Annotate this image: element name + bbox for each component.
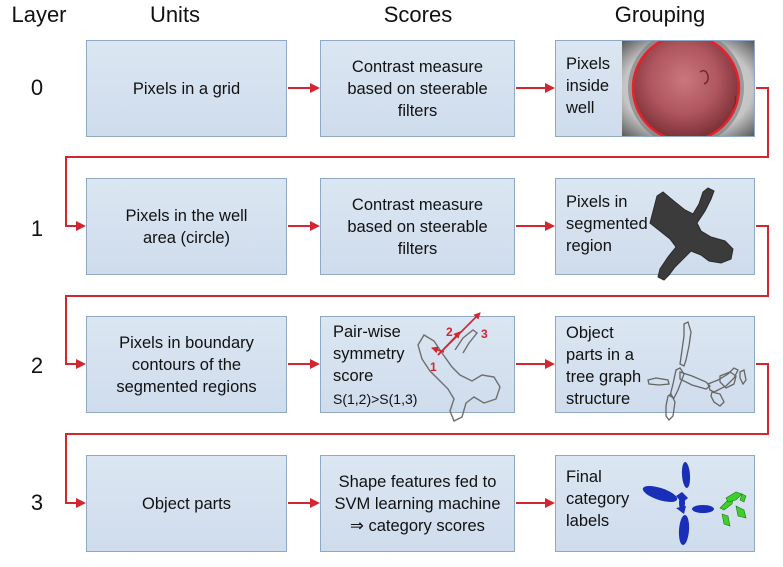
grouping-text-3: Final category labels — [566, 468, 630, 530]
layer-number-0: 0 — [30, 75, 44, 100]
grouping-box-3: Final category labels — [555, 455, 755, 552]
header-layer: Layer — [11, 2, 67, 27]
unit-text-3: Object parts — [142, 494, 231, 513]
layer-number-1: 1 — [30, 216, 44, 241]
layer-number-3: 3 — [30, 490, 44, 515]
grouping-text-0: Pixels inside well — [566, 55, 611, 117]
header-units: Units — [149, 2, 201, 27]
grouping-text-1: Pixels in segmented region — [566, 193, 648, 255]
score-text-0: Contrast measure based on steerable filt… — [347, 57, 488, 120]
connector-layer-2-to-3 — [65, 363, 769, 508]
well-image — [622, 41, 754, 136]
unit-box-1: Pixels in the well area (circle) — [86, 178, 287, 275]
score-box-0: Contrast measure based on steerable filt… — [320, 40, 515, 137]
unit-text-2: Pixels in boundary contours of the segme… — [116, 333, 257, 396]
symmetry-label-1: 1 — [430, 360, 437, 374]
symmetry-label-3: 3 — [481, 327, 488, 341]
connector-layer-0-to-1 — [65, 87, 769, 231]
unit-box-3: Object parts — [86, 455, 287, 552]
header-grouping: Grouping — [614, 2, 706, 27]
layer-number-2: 2 — [30, 353, 44, 378]
score-text-3: Shape features fed to SVM learning machi… — [334, 472, 501, 535]
symmetry-sketch — [417, 312, 501, 422]
segmented-region-image — [649, 187, 734, 281]
grouping-text-2: Object parts in a tree graph structure — [566, 324, 642, 408]
score-box-3: Shape features fed to SVM learning machi… — [320, 455, 515, 552]
header-scores: Scores — [383, 2, 453, 27]
score-box-2: Pair-wise symmetry score S(1,2)>S(1,3) — [320, 316, 515, 413]
tree-graph-image — [647, 321, 747, 421]
connector-layer-1-to-2 — [65, 225, 769, 369]
unit-text-1: Pixels in the well area (circle) — [125, 206, 248, 247]
symmetry-label-2: 2 — [446, 325, 453, 339]
category-labels-image — [642, 462, 747, 545]
score-text-1: Contrast measure based on steerable filt… — [347, 195, 488, 258]
score-text-2: Pair-wise symmetry score — [333, 323, 405, 385]
unit-box-0: Pixels in a grid — [86, 40, 287, 137]
unit-box-2: Pixels in boundary contours of the segme… — [86, 316, 287, 413]
score-box-1: Contrast measure based on steerable filt… — [320, 178, 515, 275]
score-formula-2: S(1,2)>S(1,3) — [333, 391, 418, 407]
unit-text-0: Pixels in a grid — [132, 79, 241, 98]
